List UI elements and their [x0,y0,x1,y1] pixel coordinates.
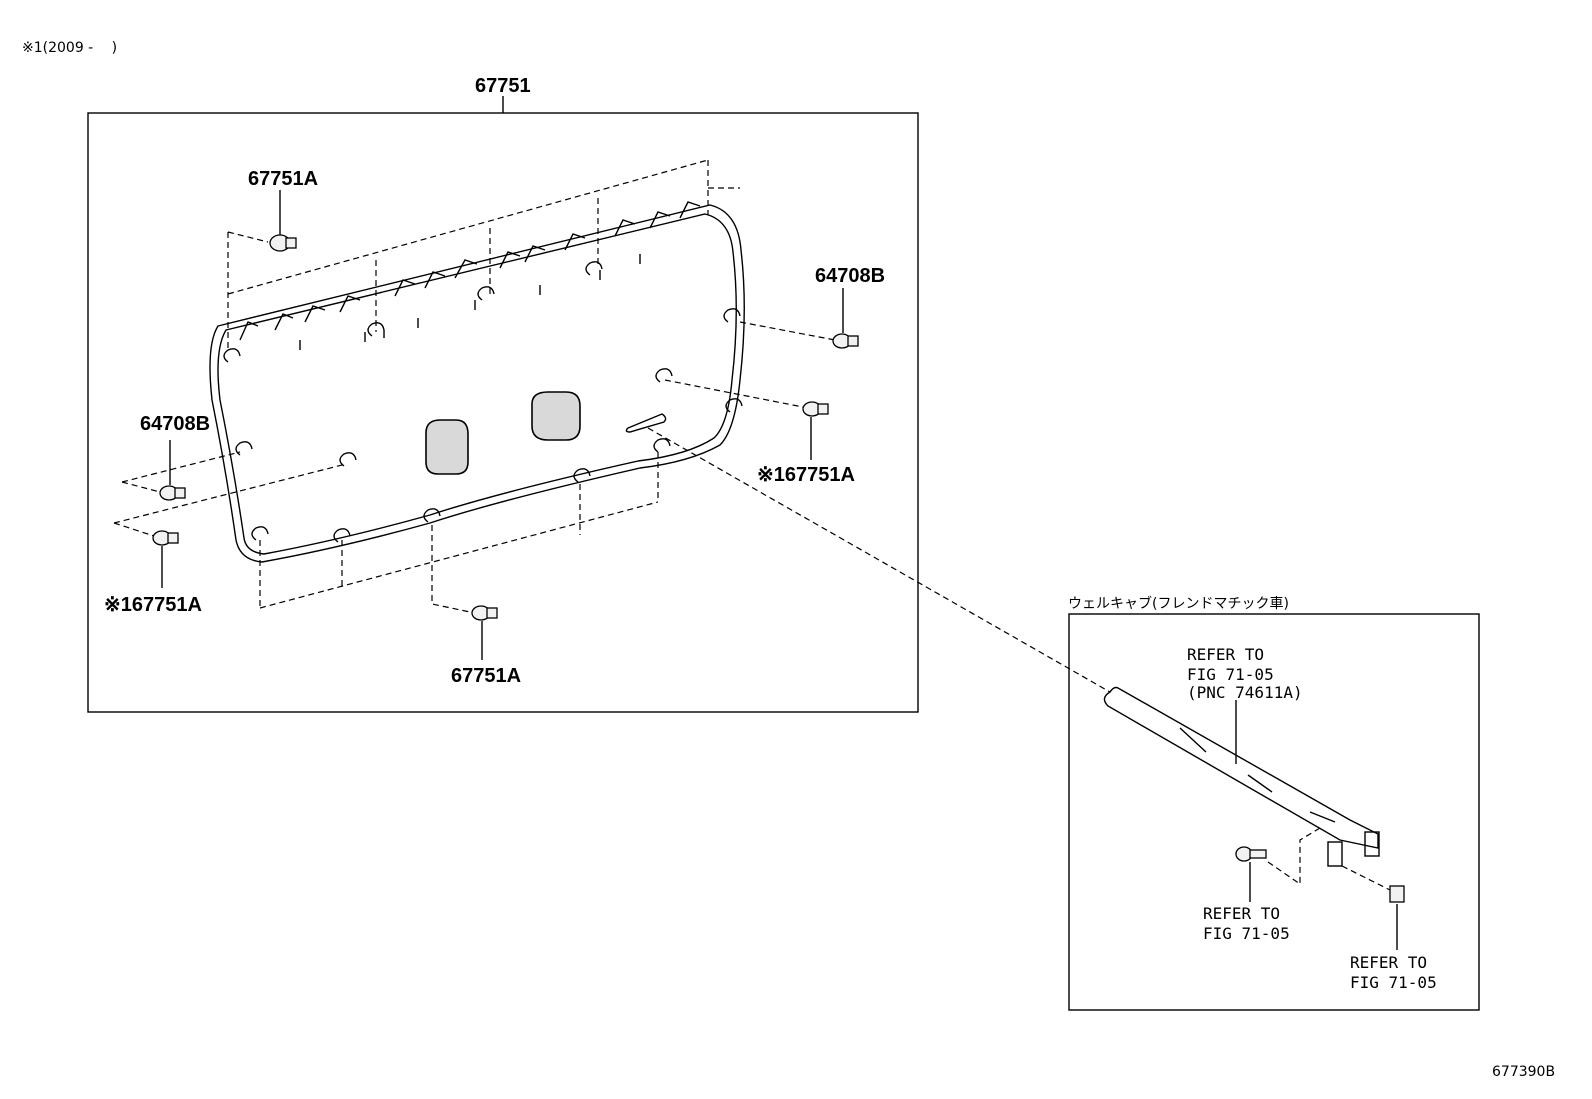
clip-67751a-right [802,401,829,460]
main-part-number[interactable]: 67751 [475,75,531,97]
bolt-hardware [1235,827,1321,902]
callout-clip-top[interactable]: 67751A [248,168,318,190]
panel-clip-sockets [223,261,743,543]
callout-clip-left-upper[interactable]: 64708B [140,413,210,435]
figure-code: 677390B [1492,1064,1555,1080]
ref-bolt-line1[interactable]: REFER TO [1203,904,1280,923]
cable-assembly [1103,686,1380,867]
ref-nut-line1[interactable]: REFER TO [1350,953,1427,972]
nut-hardware [1341,865,1405,950]
clip-64708b-left [159,440,186,501]
clip-67751a-left [152,530,179,588]
ref-bolt-line2[interactable]: FIG 71-05 [1203,924,1290,943]
header-note: ※1(2009 - ) [22,40,117,56]
ref-nut-line2[interactable]: FIG 71-05 [1350,973,1437,992]
clip-hardware [152,190,859,660]
sub-assembly-frame [1068,613,1480,1011]
back-door-trim-panel [209,201,745,563]
clip-64708b-right [832,288,859,349]
callout-clip-right-lower[interactable]: ※167751A [757,464,855,486]
ref-cable-line3[interactable]: (PNC 74611A) [1187,683,1303,702]
clip-67751a-top [269,190,297,252]
ref-cable-line1[interactable]: REFER TO [1187,645,1264,664]
ref-cable-line2[interactable]: FIG 71-05 [1187,665,1274,684]
sub-assembly-title: ウェルキャブ(フレンドマチック車) [1068,595,1289,612]
callout-clip-right-upper[interactable]: 64708B [815,265,885,287]
callout-clip-bottom[interactable]: 67751A [451,665,521,687]
main-assembly-frame [87,112,919,713]
leader-lines [113,159,1111,693]
callout-clip-left-lower[interactable]: ※167751A [104,594,202,616]
clip-67751a-bottom [471,605,498,660]
